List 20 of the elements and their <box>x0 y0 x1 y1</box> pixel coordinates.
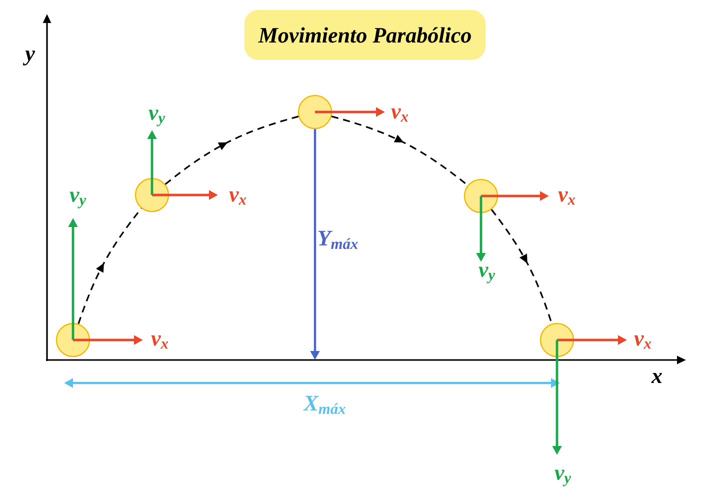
vector-label: v$_{y}$ <box>70 192 86 208</box>
vector-label: v$_{x}$ <box>391 108 408 122</box>
trajectory-arrow <box>331 116 468 186</box>
ball <box>56 322 90 358</box>
title-box: Movimiento Parabólico <box>244 10 486 60</box>
vector-label: X$_{máx}$ <box>303 396 346 414</box>
vector-label: v$_{y}$ <box>554 470 572 486</box>
vector-label: y <box>22 50 35 66</box>
ball <box>464 178 498 214</box>
ball <box>134 178 170 212</box>
vector-label: x <box>651 372 662 384</box>
trajectory-arrow <box>78 208 142 324</box>
vector-label: Y$_{máx}$ <box>318 230 358 250</box>
vector-label: v$_{x}$ <box>229 191 246 205</box>
ball <box>298 94 332 130</box>
trajectory-arrow <box>164 116 299 185</box>
vector-label: v$_{x}$ <box>558 191 576 205</box>
ball <box>540 322 574 358</box>
vector-label: v$_{y}$ <box>478 266 496 284</box>
trajectory-arrow <box>490 209 553 324</box>
